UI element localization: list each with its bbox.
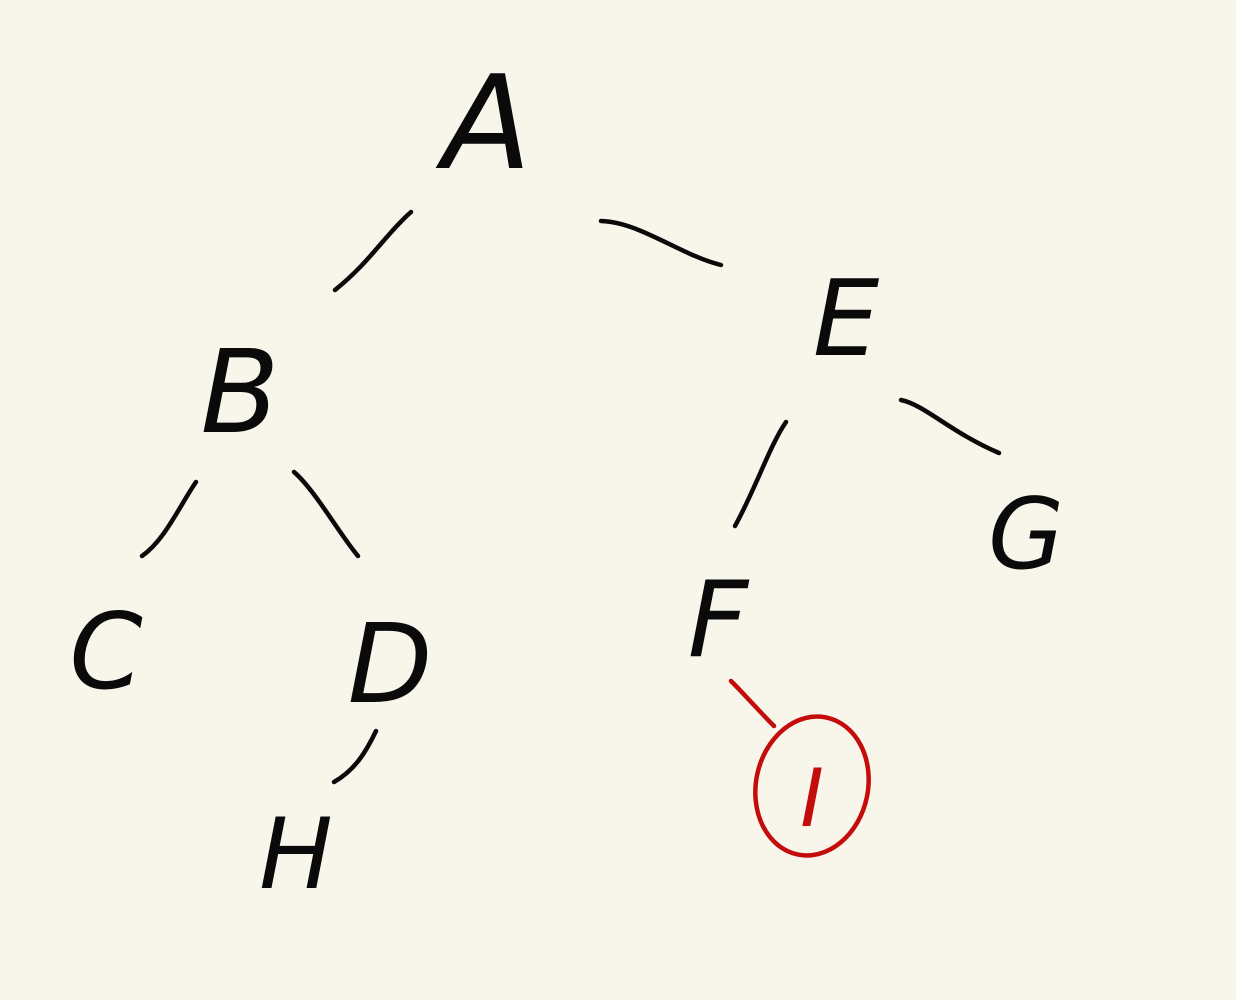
edge-a-b xyxy=(332,209,414,293)
edge-d-h xyxy=(331,728,379,785)
node-i-label: I xyxy=(800,752,824,845)
edge-e-g xyxy=(898,397,1002,456)
node-d-label: D xyxy=(348,600,433,728)
node-e-label: E xyxy=(813,258,880,380)
edge-f-i xyxy=(728,678,777,729)
node-c-label: C xyxy=(69,591,142,713)
edge-b-d xyxy=(291,469,361,559)
edge-a-e xyxy=(598,218,724,268)
edge-e-f xyxy=(732,419,789,529)
node-i-highlight-circle xyxy=(753,714,871,858)
node-h-label: H xyxy=(259,798,333,912)
node-a-label: A xyxy=(436,47,532,199)
node-f-label: F xyxy=(688,559,750,681)
node-g-label: G xyxy=(988,478,1064,592)
edge-b-c xyxy=(139,479,199,559)
node-b-label: B xyxy=(201,326,280,460)
